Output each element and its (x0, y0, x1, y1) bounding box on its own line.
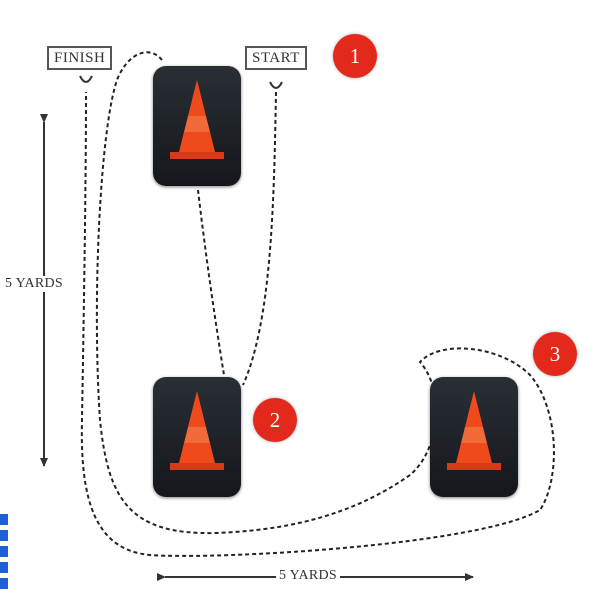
horizontal-distance-label: 5 YARDS (276, 568, 340, 584)
running-path-outer (80, 51, 555, 557)
running-path-start-to-cone2 (242, 91, 277, 386)
start-label: START (245, 46, 307, 70)
cone-number-badge-3: 3 (533, 332, 577, 376)
cone-number-badge-2: 2 (253, 398, 297, 442)
edge-mark (0, 514, 8, 525)
start-connector (269, 81, 283, 89)
cone-icon (170, 80, 224, 159)
edge-mark (0, 578, 8, 589)
cone-number-badge-1: 1 (333, 34, 377, 78)
cone-tile-2 (153, 377, 241, 497)
edge-mark (0, 530, 8, 541)
vertical-distance-label: 5 YARDS (2, 276, 66, 292)
edge-mark (0, 546, 8, 557)
cone-icon (447, 391, 501, 470)
cone-tile-3 (430, 377, 518, 497)
cone-icon (170, 391, 224, 470)
cone-tile-1 (153, 66, 241, 186)
edge-mark (0, 562, 8, 573)
finish-label: FINISH (47, 46, 113, 70)
running-path-cone1-to-cone2 (197, 189, 225, 376)
finish-connector (79, 75, 93, 83)
